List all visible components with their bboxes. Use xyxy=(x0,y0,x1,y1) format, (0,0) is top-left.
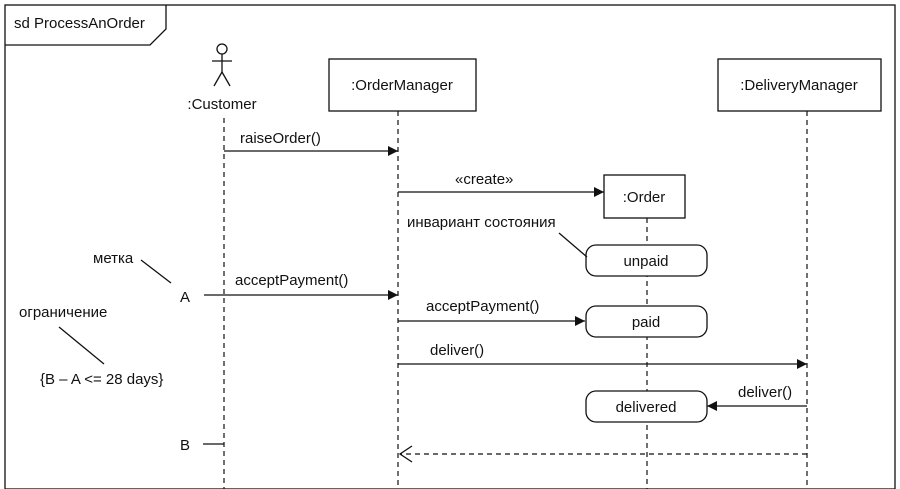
order-label: :Order xyxy=(623,189,666,206)
mark-a: A xyxy=(180,289,190,306)
mark-b: B xyxy=(180,437,190,454)
raise-order-label: raiseOrder() xyxy=(240,130,321,147)
state-delivered-label: delivered xyxy=(616,399,677,416)
customer-label: :Customer xyxy=(187,96,256,113)
create-label: «create» xyxy=(455,171,513,188)
order-box xyxy=(603,174,686,219)
constraint-note: ограничение xyxy=(19,304,107,321)
delivery-manager-label: :DeliveryManager xyxy=(740,77,858,94)
deliver-label-1: deliver() xyxy=(430,342,484,359)
return-arrowhead xyxy=(398,445,413,463)
frame-title: sd ProcessAnOrder xyxy=(14,15,145,32)
delivery-manager-box xyxy=(717,58,882,112)
label-note: метка xyxy=(93,250,134,267)
order-manager-label: :OrderManager xyxy=(351,77,453,94)
constraint-text: {B – A <= 28 days} xyxy=(40,371,163,388)
frame-title-tab xyxy=(5,5,167,46)
customer-actor-icon xyxy=(212,43,232,87)
deliver-label-2: deliver() xyxy=(738,384,792,401)
order-manager-box xyxy=(328,58,477,112)
label-note-pointer xyxy=(140,259,172,284)
diagram-frame xyxy=(4,4,896,489)
state-invariant-note: инвариант состояния xyxy=(407,214,556,231)
state-unpaid-label: unpaid xyxy=(623,253,668,270)
state-delivered xyxy=(585,390,708,423)
state-invariant-pointer xyxy=(558,232,588,258)
state-unpaid xyxy=(585,244,708,277)
state-paid-label: paid xyxy=(632,314,660,331)
constraint-note-pointer xyxy=(58,326,105,365)
state-paid xyxy=(585,305,708,338)
accept-payment-label-2: acceptPayment() xyxy=(426,298,539,315)
accept-payment-label-1: acceptPayment() xyxy=(235,272,348,289)
